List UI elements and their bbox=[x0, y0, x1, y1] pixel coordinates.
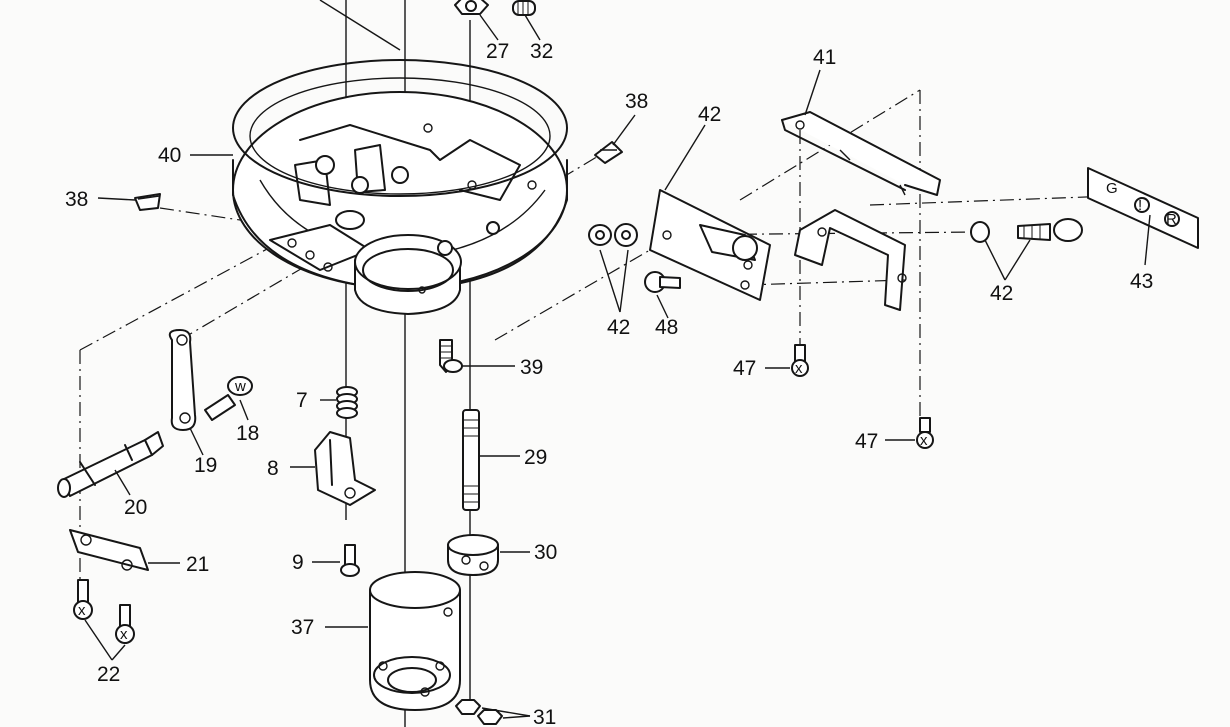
svg-text:x: x bbox=[120, 626, 128, 643]
callout-22: 22 bbox=[97, 663, 120, 686]
callout-48: 48 bbox=[655, 316, 678, 339]
decal-letter-g: G bbox=[1106, 180, 1118, 197]
washer-screw-part-42-right bbox=[970, 218, 1083, 243]
callout-31: 31 bbox=[533, 706, 556, 727]
decal-letter-exclaim: ! bbox=[1138, 197, 1142, 214]
screw-part-18: w bbox=[204, 376, 253, 421]
callout-37: 37 bbox=[291, 616, 314, 639]
threaded-shaft-part-29 bbox=[462, 409, 480, 511]
switch-plate-part-42 bbox=[649, 189, 771, 301]
callout-42-right: 42 bbox=[990, 282, 1013, 305]
screw-part-39 bbox=[439, 339, 463, 373]
callout-27: 27 bbox=[486, 40, 509, 63]
screw-part-38-right bbox=[594, 141, 623, 164]
washer-block-part-30 bbox=[447, 534, 499, 576]
svg-text:x: x bbox=[920, 432, 928, 449]
callout-20: 20 bbox=[124, 496, 147, 519]
callout-39: 39 bbox=[520, 356, 543, 379]
callout-42-left: 42 bbox=[607, 316, 630, 339]
set-screw-part-32 bbox=[512, 0, 536, 16]
callout-labels: 27 32 41 38 42 40 38 43 42 42 48 47 39 7… bbox=[65, 40, 1153, 727]
screw-part-48 bbox=[644, 271, 681, 293]
callout-9: 9 bbox=[292, 551, 304, 574]
screws-part-22: x x bbox=[73, 579, 135, 644]
washers-part-42-left bbox=[588, 223, 638, 247]
decal-part-43: G ! R bbox=[1087, 167, 1199, 249]
bracket-part-41 bbox=[781, 111, 941, 311]
svg-text:x: x bbox=[795, 360, 803, 377]
decal-letter-r: R bbox=[1166, 211, 1177, 228]
callout-21: 21 bbox=[186, 553, 209, 576]
link-part-19 bbox=[168, 329, 197, 431]
callout-43: 43 bbox=[1130, 270, 1153, 293]
callout-30: 30 bbox=[534, 541, 557, 564]
screw-part-38-left bbox=[134, 193, 161, 211]
callout-7: 7 bbox=[296, 389, 308, 412]
spring-part-7 bbox=[336, 386, 358, 419]
callout-42-top: 42 bbox=[698, 103, 721, 126]
svg-text:w: w bbox=[234, 378, 246, 395]
callout-47-lower: 47 bbox=[855, 430, 878, 453]
nut-part-27 bbox=[454, 0, 489, 15]
callout-47-upper: 47 bbox=[733, 357, 756, 380]
screw-part-9 bbox=[340, 544, 360, 577]
callout-8: 8 bbox=[267, 457, 279, 480]
callout-38-left: 38 bbox=[65, 188, 88, 211]
plate-part-21 bbox=[69, 529, 149, 571]
screws-part-47: x x bbox=[791, 344, 934, 449]
nuts-part-31 bbox=[455, 699, 503, 725]
leader-lines bbox=[84, 14, 1151, 719]
callout-29: 29 bbox=[524, 446, 547, 469]
svg-text:x: x bbox=[78, 602, 86, 619]
callout-40: 40 bbox=[158, 144, 181, 167]
callout-18: 18 bbox=[236, 422, 259, 445]
callout-41: 41 bbox=[813, 46, 836, 69]
drum-housing bbox=[232, 59, 568, 315]
callout-38-right: 38 bbox=[625, 90, 648, 113]
sleeve-part-37 bbox=[369, 571, 461, 711]
callout-32: 32 bbox=[530, 40, 553, 63]
callout-19: 19 bbox=[194, 454, 217, 477]
pin-part-20 bbox=[57, 431, 164, 498]
bracket-part-8 bbox=[314, 431, 376, 506]
